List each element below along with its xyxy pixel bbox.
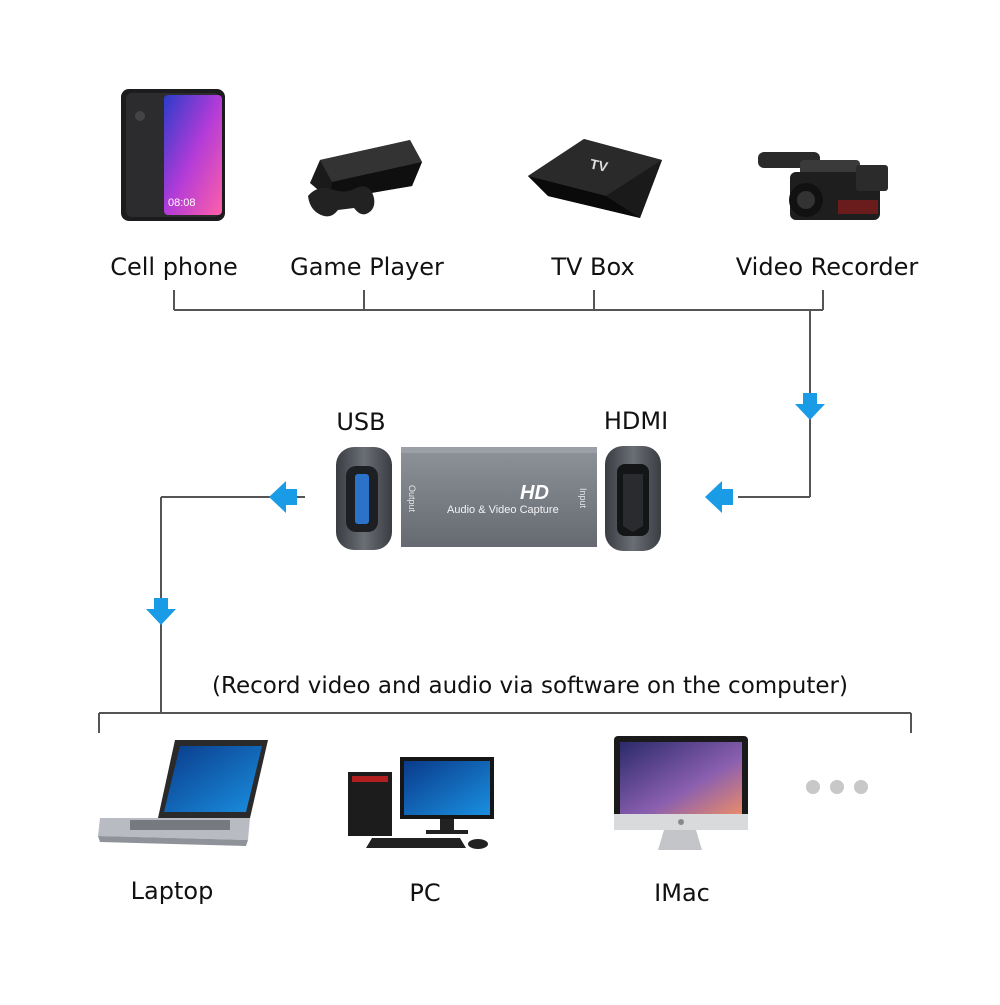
ellipsis-dot <box>854 780 868 794</box>
pc-icon <box>348 757 494 849</box>
label-laptop: Laptop <box>131 877 214 905</box>
label-pc: PC <box>409 879 440 907</box>
laptop-icon <box>98 740 268 846</box>
label-cell-phone: Cell phone <box>110 253 238 281</box>
label-game-player: Game Player <box>290 253 444 281</box>
game-console-icon <box>308 140 422 216</box>
left-arrow-hdmi <box>705 481 733 513</box>
ellipsis-dot <box>806 780 820 794</box>
video-camera-icon <box>758 152 888 220</box>
ellipsis-dot <box>830 780 844 794</box>
label-usb: USB <box>336 408 385 436</box>
software-note: (Record video and audio via software on … <box>212 673 848 699</box>
down-arrow-source <box>795 393 825 420</box>
capture-device <box>336 446 661 551</box>
cell-phone-icon: 08:08 <box>121 89 225 221</box>
label-tv-box: TV Box <box>551 253 634 281</box>
label-hdmi: HDMI <box>604 407 668 435</box>
label-imac: IMac <box>654 879 710 907</box>
more-devices-icon <box>806 780 868 794</box>
tv-box-icon: TV <box>528 139 662 218</box>
left-arrow-usb <box>269 481 297 513</box>
phone-clock: 08:08 <box>168 197 196 209</box>
device-hd-badge: HD <box>520 482 549 504</box>
imac-icon <box>614 736 748 850</box>
device-name: Audio & Video Capture <box>447 504 559 516</box>
device-output-label: Output <box>407 485 417 513</box>
down-arrow-output <box>146 598 176 625</box>
device-input-label: Input <box>578 488 588 509</box>
label-video-recorder: Video Recorder <box>736 253 918 281</box>
